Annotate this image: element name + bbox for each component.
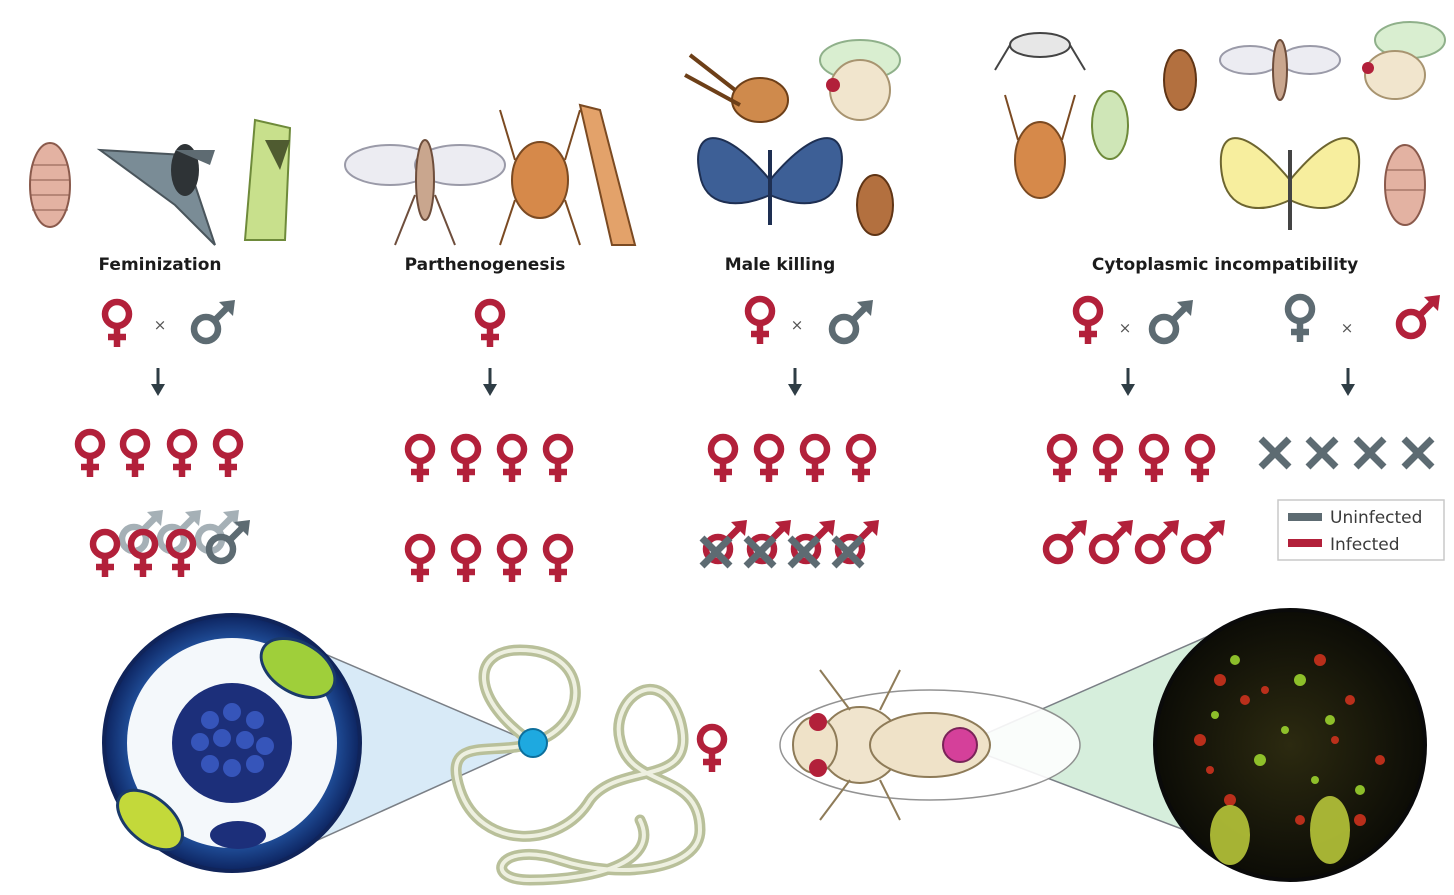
female-offspring-icon	[170, 432, 194, 477]
legend-label-infected: Infected	[1330, 535, 1400, 555]
label-feminization: Feminization	[98, 255, 221, 275]
legend-swatch-uninfected	[1288, 513, 1322, 521]
wasp-icon	[345, 140, 505, 245]
ci-cross-incompatible: ×	[1288, 295, 1440, 396]
pseudoscorpion-icon	[685, 55, 788, 122]
fly-spot-icon	[943, 728, 977, 762]
female-offspring-icon	[803, 437, 827, 482]
female-offspring-icon	[546, 437, 570, 482]
female-uninfected-icon	[1288, 297, 1312, 342]
male-killing-cross: ×	[748, 299, 873, 396]
female-offspring-icon	[78, 432, 102, 477]
leafhopper-icon	[245, 120, 290, 240]
gonad-coil	[456, 650, 700, 880]
down-arrow-icon	[788, 368, 802, 396]
wasp-icon-2	[1220, 40, 1340, 100]
female-infected-icon	[478, 302, 502, 347]
female-offspring-icon	[500, 437, 524, 482]
label-male-killing: Male killing	[725, 255, 836, 275]
female-symbol-icon	[700, 727, 724, 772]
parthenogenesis-parent	[478, 302, 502, 396]
cross-symbol: ×	[154, 316, 167, 334]
down-arrow-icon	[483, 368, 497, 396]
female-offspring-icon	[849, 437, 873, 482]
legend-swatch-infected	[1288, 539, 1322, 547]
label-cytoplasmic-incompatibility: Cytoplasmic incompatibility	[1092, 255, 1358, 275]
feminized-female-icon	[93, 532, 117, 577]
female-offspring-icon	[454, 437, 478, 482]
label-parthenogenesis: Parthenogenesis	[405, 255, 566, 275]
beetle-icon	[857, 175, 893, 235]
micrograph-left	[104, 615, 360, 871]
female-offspring-icon	[454, 537, 478, 582]
female-offspring-icon	[757, 437, 781, 482]
parthenogenesis-offspring	[408, 437, 570, 582]
cricket-icon	[995, 33, 1085, 70]
gonad-spot-icon	[519, 729, 547, 757]
legend-label-uninfected: Uninfected	[1330, 508, 1422, 528]
female-offspring-icon	[1050, 437, 1074, 482]
male-uninfected-icon	[832, 300, 873, 341]
female-offspring-icon	[1142, 437, 1166, 482]
butterfly-blue-icon	[698, 138, 842, 225]
male-offspring-icon	[1184, 520, 1225, 561]
male-infected-icon	[1399, 295, 1440, 336]
cross-symbol: ×	[791, 316, 804, 334]
female-offspring-icon	[1188, 437, 1212, 482]
female-offspring-icon	[408, 537, 432, 582]
down-arrow-icon	[1341, 368, 1355, 396]
male-killing-offspring	[702, 437, 879, 566]
female-offspring-icon	[408, 437, 432, 482]
female-offspring-icon	[500, 537, 524, 582]
down-arrow-icon	[1121, 368, 1135, 396]
ci-cross-compatible: ×	[1076, 299, 1193, 396]
feminization-offspring	[78, 432, 250, 577]
ci-incompatible-offspring	[1261, 439, 1432, 467]
insect-illustrations	[30, 22, 1445, 245]
female-offspring-icon	[546, 537, 570, 582]
woodlouse-icon-2	[1385, 145, 1425, 225]
butterfly-yellow-icon	[1221, 138, 1359, 230]
no-offspring-x-icon	[1404, 439, 1432, 467]
beetle-icon-2	[1164, 50, 1196, 110]
mite-icon-2	[1005, 95, 1075, 198]
male-uninfected-icon	[1152, 300, 1193, 341]
legend: Uninfected Infected	[1278, 500, 1444, 560]
woodlouse-icon	[30, 143, 70, 227]
no-offspring-x-icon	[1261, 439, 1289, 467]
micrograph-right	[1155, 610, 1425, 880]
female-infected-icon	[748, 299, 772, 344]
male-offspring-icon	[1092, 520, 1133, 561]
green-bug-icon	[1092, 91, 1128, 159]
fruit-fly-icon-2	[1362, 22, 1445, 99]
female-offspring-icon	[711, 437, 735, 482]
fruit-fly-icon	[820, 40, 900, 120]
cross-symbol: ×	[1341, 319, 1354, 337]
female-infected-icon	[105, 302, 129, 347]
feminization-cross: ×	[105, 300, 235, 396]
no-offspring-x-icon	[1308, 439, 1336, 467]
down-arrow-icon	[151, 368, 165, 396]
cross-symbol: ×	[1119, 319, 1132, 337]
female-offspring-icon	[123, 432, 147, 477]
no-offspring-x-icon	[1356, 439, 1384, 467]
male-uninfected-icon	[194, 300, 235, 341]
mite-icon	[500, 110, 580, 245]
drosophila-icon	[780, 670, 1080, 820]
female-offspring-icon	[216, 432, 240, 477]
female-offspring-icon	[1096, 437, 1120, 482]
thrips-icon	[580, 105, 635, 245]
male-offspring-icon	[1138, 520, 1179, 561]
moth-icon	[100, 144, 215, 245]
ci-compatible-offspring	[1046, 437, 1225, 561]
female-infected-icon	[1076, 299, 1100, 344]
male-offspring-icon	[1046, 520, 1087, 561]
